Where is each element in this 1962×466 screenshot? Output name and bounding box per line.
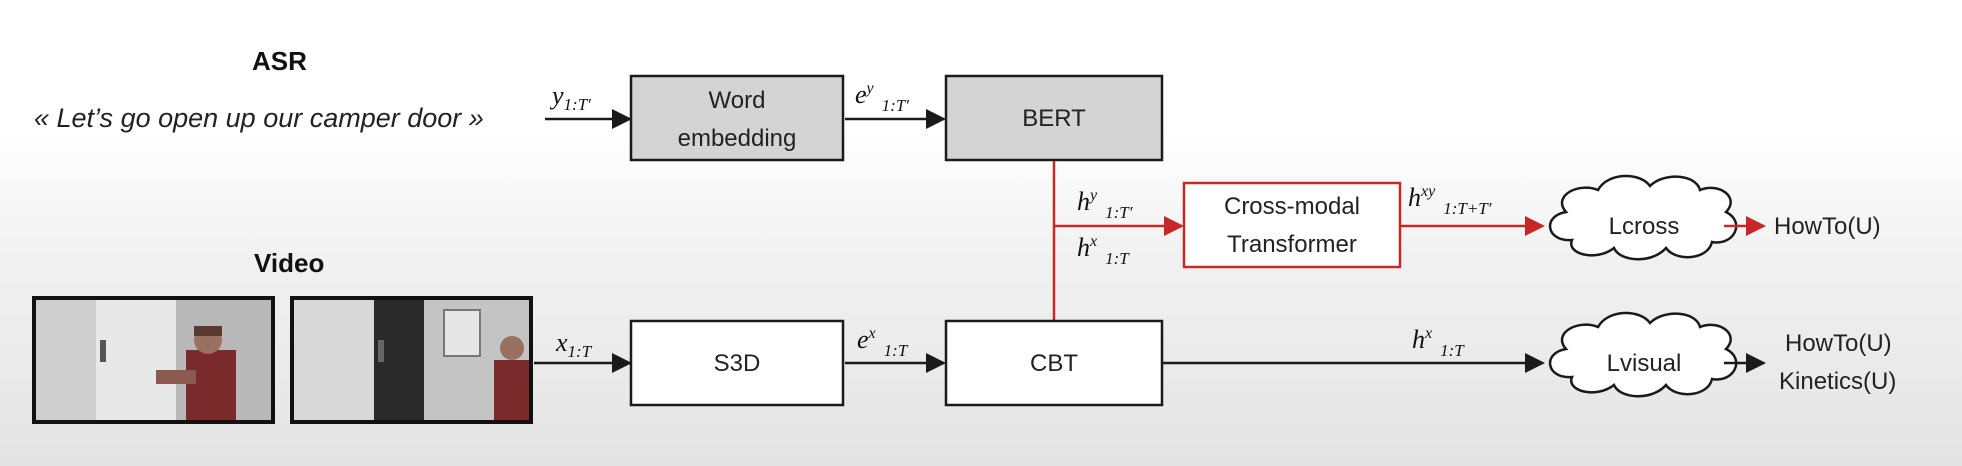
lvisual-output-label-2: Kinetics(U) bbox=[1779, 368, 1896, 395]
cbt-box bbox=[944, 319, 1164, 407]
cross-modal-label-2: Transformer bbox=[1227, 231, 1357, 258]
ey-label: ey1:T′ bbox=[855, 80, 909, 115]
bert-label: BERT bbox=[1022, 105, 1086, 132]
video-frame-2-image bbox=[294, 300, 529, 420]
s3d-label: S3D bbox=[714, 350, 761, 377]
hy-label: hy1:T′ bbox=[1077, 187, 1133, 222]
video-frame-1 bbox=[32, 296, 275, 424]
x-input-label: x1:T bbox=[555, 328, 593, 361]
lcross-output-label: HowTo(U) bbox=[1774, 213, 1881, 240]
hx-top-label: hx1:T bbox=[1077, 233, 1130, 268]
word-embedding-label-2: embedding bbox=[678, 125, 797, 152]
s3d-box bbox=[629, 319, 845, 407]
asr-utterance: « Let’s go open up our camper door » bbox=[34, 103, 484, 133]
hxy-label: hxy1:T+T′ bbox=[1408, 183, 1492, 218]
y-input-label: y1:T′ bbox=[549, 81, 591, 114]
lvisual-output-label-1: HowTo(U) bbox=[1785, 330, 1892, 357]
cross-modal-transformer-box bbox=[1182, 181, 1402, 269]
word-embedding-box bbox=[629, 74, 845, 162]
video-heading: Video bbox=[254, 248, 324, 278]
ex-label: ex1:T bbox=[857, 325, 909, 360]
lvisual-label: Lvisual bbox=[1607, 350, 1682, 377]
hx-bottom-label: hx1:T bbox=[1412, 325, 1465, 360]
asr-heading: ASR bbox=[252, 46, 307, 76]
lcross-label: Lcross bbox=[1609, 213, 1680, 240]
cbt-label: CBT bbox=[1030, 350, 1078, 377]
word-embedding-label-1: Word bbox=[709, 87, 766, 114]
cross-modal-label-1: Cross-modal bbox=[1224, 193, 1360, 220]
bert-box bbox=[944, 74, 1164, 162]
lvisual-cloud bbox=[1548, 311, 1738, 398]
lcross-cloud bbox=[1548, 174, 1738, 261]
video-frame-1-image bbox=[36, 300, 271, 420]
video-frame-2 bbox=[290, 296, 533, 424]
